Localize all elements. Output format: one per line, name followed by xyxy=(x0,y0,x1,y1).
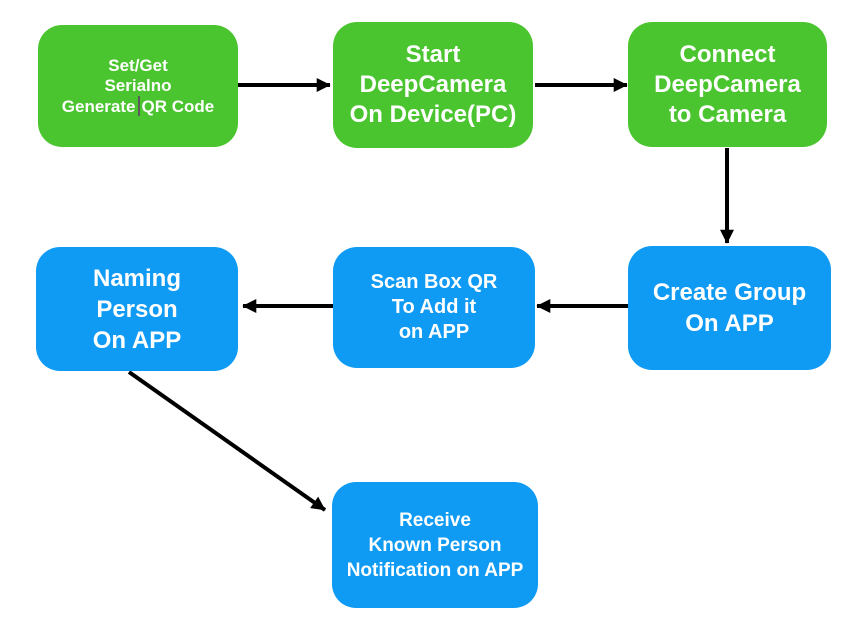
text-cursor xyxy=(138,95,141,116)
node-start-deepcamera[interactable]: Start DeepCamera On Device(PC) xyxy=(333,22,533,148)
node-naming-person[interactable]: Naming Person On APP xyxy=(36,247,238,371)
arrow-naming-to-receive xyxy=(127,370,327,512)
node-text-line: Notification on APP xyxy=(346,559,524,581)
node-text-line: to Camera xyxy=(668,100,787,128)
node-text-line: Set/Get xyxy=(108,55,168,75)
node-text-line: Known Person xyxy=(368,534,502,556)
node-text-line: On APP xyxy=(92,326,182,354)
node-receive-notification[interactable]: Receive Known Person Notification on APP xyxy=(332,482,538,608)
node-text-line: Start xyxy=(405,41,461,68)
node-text-line: Receive xyxy=(399,509,471,531)
node-text-line: on APP xyxy=(398,321,470,343)
node-text-segment: QR Code xyxy=(141,96,215,116)
node-text-line: Serialno xyxy=(104,75,172,95)
node-text-segment: Generate xyxy=(61,96,136,116)
node-text-line: DeepCamera xyxy=(359,71,507,98)
node-connect-deepcamera[interactable]: Connect DeepCamera to Camera xyxy=(628,22,827,147)
node-text-line: Naming xyxy=(92,264,181,292)
node-text-line: DeepCamera xyxy=(654,70,801,98)
node-text-line: Connect xyxy=(679,40,776,68)
node-text-line: Person xyxy=(96,295,178,323)
node-scan-box-qr[interactable]: Scan Box QR To Add it on APP xyxy=(333,247,535,368)
node-text-line: On APP xyxy=(685,310,774,337)
node-text-line: To Add it xyxy=(391,296,477,318)
node-create-group[interactable]: Create Group On APP xyxy=(628,246,831,370)
node-text-line: Create Group xyxy=(652,279,807,306)
node-text-line: On Device(PC) xyxy=(349,101,517,128)
node-text-line: Scan Box QR xyxy=(370,271,498,293)
